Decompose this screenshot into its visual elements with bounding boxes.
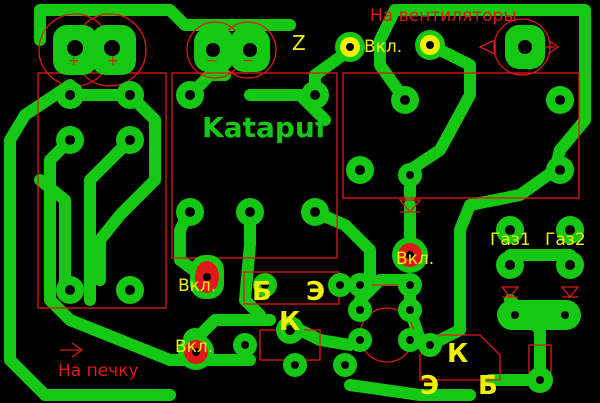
label-gas2: Газ2 (545, 230, 586, 250)
trace-diagonal-left (84, 134, 136, 306)
trace-bottom-mid (294, 324, 356, 351)
label-pin-e-right: Э (420, 371, 439, 401)
trace-outer-left (4, 79, 176, 401)
trace-left-short (34, 174, 71, 296)
trace-right-down (424, 164, 561, 351)
diodes (398, 38, 580, 299)
trace-left-mid (44, 134, 256, 366)
trace-left-inner (64, 89, 161, 286)
label-plus-right: + (107, 53, 119, 69)
board-text: На вентиляторы На печку Z Вкл. Вкл. Вкл.… (58, 6, 586, 401)
pad (426, 41, 434, 49)
label-stove: На печку (58, 361, 139, 381)
pads (53, 25, 584, 393)
label-minus-left: − (206, 53, 218, 69)
diode-fan (478, 38, 496, 56)
label-minus-right: − (242, 53, 254, 69)
label-on-top: Вкл. (364, 37, 402, 57)
switch-pads-yellow (335, 30, 445, 62)
pad-gas-bar (497, 300, 581, 330)
label-pin-b-left: Б (252, 277, 272, 307)
label-author: Katapuf (202, 111, 328, 144)
label-pin-k-right: К (447, 339, 468, 369)
trace-fan-left (374, 4, 411, 106)
diode-gas1 (500, 286, 520, 299)
label-plus-left: + (68, 53, 80, 69)
label-on-right-mid: Вкл. (396, 249, 434, 269)
trace-top-middle-2 (244, 89, 331, 126)
trace-bottom-edge (344, 379, 476, 401)
diode-gas2 (560, 286, 580, 299)
pad-group-green (53, 25, 584, 393)
label-gas1: Газ1 (490, 230, 531, 250)
label-pin-b-right: Б (478, 371, 498, 401)
label-z: Z (292, 31, 306, 55)
pad-holes (65, 40, 575, 384)
label-fans: На вентиляторы (370, 6, 517, 26)
label-on-left-lower: Вкл. (175, 337, 213, 357)
trace-top-left (34, 4, 236, 46)
led-pads-red (178, 237, 428, 370)
label-pin-k-left: К (279, 307, 300, 337)
diode-mid (398, 199, 422, 214)
pad (346, 43, 354, 51)
label-pin-e-left: Э (306, 277, 325, 307)
label-on-left-upper: Вкл. (178, 276, 216, 296)
silk-relay-right (342, 72, 580, 199)
silk-transistor-right (419, 334, 501, 381)
silk-arrow-stove (60, 342, 84, 358)
silk-relay-middle (171, 72, 338, 259)
